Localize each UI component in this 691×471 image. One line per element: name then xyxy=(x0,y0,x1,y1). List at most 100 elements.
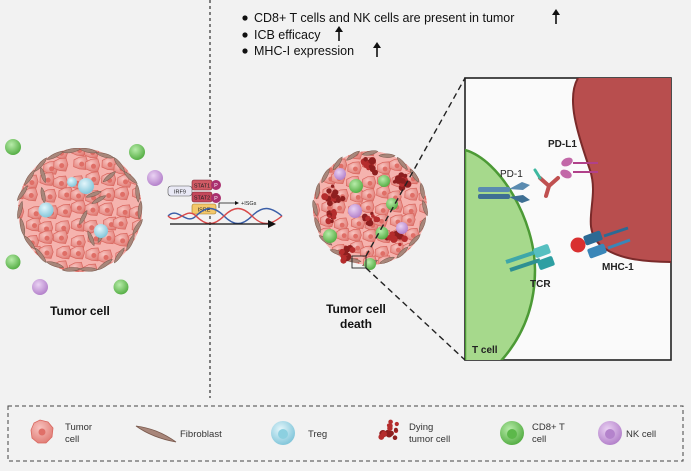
fibroblast-icon xyxy=(114,247,125,264)
fibroblast-icon xyxy=(321,168,330,184)
bullet-2-text: ICB efficacy xyxy=(254,28,321,42)
tumor-cell-icon xyxy=(112,215,128,230)
t-cell-label: T cell xyxy=(472,345,498,356)
tumor-cell-label: Tumor cell xyxy=(50,304,110,318)
legend-nk-line1: NK cell xyxy=(626,429,656,440)
bullet-3: MHC-I expression xyxy=(242,42,381,58)
fibroblast-icon xyxy=(135,183,140,203)
fibroblast-icon xyxy=(422,199,428,217)
cd8-t-cell-icon xyxy=(349,179,363,193)
bullet-2: ICB efficacy xyxy=(242,26,343,42)
fibroblast-icon xyxy=(419,182,425,200)
fibroblast-icon xyxy=(46,261,65,268)
dna-helix-icon xyxy=(167,207,283,225)
fibroblast-icon xyxy=(123,171,138,184)
zoom-box xyxy=(351,255,367,269)
tcr-label: TCR xyxy=(530,279,551,290)
tumor-cell-icon xyxy=(401,213,416,226)
mhc1-icon xyxy=(583,226,631,259)
antibody-icon xyxy=(533,168,560,198)
fibroblast-icon xyxy=(418,217,426,233)
fibroblast-icon xyxy=(46,151,64,160)
dying-tumor-cell-icon xyxy=(378,419,399,441)
tumor-cell-icon xyxy=(70,200,86,214)
isgs-label: +ISGs xyxy=(241,201,257,207)
tumor-cell-icon xyxy=(361,175,377,189)
legend-tumor-line2: cell xyxy=(65,434,79,445)
legend: Tumor cell Fibroblast Treg Dying tumor c… xyxy=(7,405,684,462)
phospho-label: P xyxy=(214,183,218,189)
legend-dying-line1: Dying xyxy=(409,422,433,433)
fibroblast-icon xyxy=(379,256,395,264)
tumor-cluster-left xyxy=(17,147,143,272)
legend-item-cd8: CD8+ T cell xyxy=(500,421,565,445)
irf9-box xyxy=(167,185,193,197)
fibroblast-icon xyxy=(312,199,318,217)
cd8-t-cell-icon xyxy=(5,139,21,155)
fibroblast-icon xyxy=(132,218,143,235)
tumor-cluster-right xyxy=(312,150,428,270)
fibroblast-icon xyxy=(378,153,396,158)
tumor-cell-death-label-line2: death xyxy=(340,317,372,331)
cd8-t-cell-icon xyxy=(364,258,376,270)
bullet-3-text: MHC-I expression xyxy=(254,44,354,58)
dying-tumor-cell-icon xyxy=(378,419,399,441)
tumor-cell-icon xyxy=(362,229,377,242)
nk-cell-icon xyxy=(32,279,48,295)
cd8-t-cell-icon xyxy=(129,144,145,160)
pd1-receptor-icon xyxy=(478,182,530,203)
tumor-cell-icon xyxy=(84,158,101,173)
tumor-cell-icon xyxy=(347,228,362,242)
bullet-1-text: CD8+ T cells and NK cells are present in… xyxy=(254,11,514,25)
signaling-pathway: IRF9 STAT1 P STAT2 P ISRE +ISGs xyxy=(167,179,283,228)
zoom-connector-top xyxy=(365,77,466,257)
stat1-label: STAT1 xyxy=(194,184,210,190)
legend-cd8-line1: CD8+ T xyxy=(532,422,565,433)
treg-cell-icon xyxy=(38,202,54,218)
tumor-cell-icon xyxy=(38,230,54,244)
up-arrow-icon xyxy=(373,42,381,57)
fibroblast-icon xyxy=(79,147,98,154)
tumor-cell-icon xyxy=(58,187,74,201)
fibroblast-icon xyxy=(24,169,35,186)
legend-cd8-line2: cell xyxy=(532,434,546,445)
zoom-connector-bottom xyxy=(365,267,466,361)
dying-tumor-cell-icon xyxy=(325,209,337,225)
nk-cell-icon xyxy=(348,204,362,218)
bullet-list: CD8+ T cells and NK cells are present in… xyxy=(242,9,560,58)
tumor-cell-icon xyxy=(55,220,71,234)
treg-cell-icon xyxy=(78,178,94,194)
tumor-cell-icon xyxy=(69,245,85,260)
tumor-cell-icon xyxy=(114,186,130,201)
fibroblast-icon xyxy=(396,246,409,259)
legend-item-tumor: Tumor cell xyxy=(30,419,92,445)
tumor-cell-icon xyxy=(116,204,132,219)
pdl1-label: PD-L1 xyxy=(548,139,577,150)
fibroblast-icon xyxy=(102,171,116,183)
legend-dying-line2: tumor cell xyxy=(409,434,450,445)
legend-item-nk: NK cell xyxy=(598,421,656,445)
fibroblast-icon xyxy=(361,150,379,156)
dying-tumor-cell-icon xyxy=(321,184,346,207)
dying-tumor-cell-icon xyxy=(361,211,381,227)
fibroblast-icon xyxy=(332,156,343,171)
legend-treg-line1: Treg xyxy=(308,429,327,440)
dying-tumor-cell-icon xyxy=(360,157,378,176)
tumor-cell-icon xyxy=(73,156,89,170)
tumor-cell-icon xyxy=(404,187,419,201)
cd8-t-cell-icon xyxy=(323,229,337,243)
cd8-t-cell-icon xyxy=(113,279,129,295)
tumor-cell-icon xyxy=(97,249,113,264)
t-cell-membrane xyxy=(465,148,537,360)
fibroblast-icon xyxy=(79,210,88,226)
tumor-cell-icon xyxy=(376,185,391,199)
legend-fibroblast-line1: Fibroblast xyxy=(180,429,222,440)
fibroblast-icon xyxy=(408,234,421,247)
tumor-cell-icon xyxy=(84,202,100,216)
nucleus-icon xyxy=(605,429,615,439)
tumor-cell-icon xyxy=(52,230,69,244)
fibroblast-icon xyxy=(396,156,408,171)
fibroblast-icon xyxy=(314,217,321,233)
